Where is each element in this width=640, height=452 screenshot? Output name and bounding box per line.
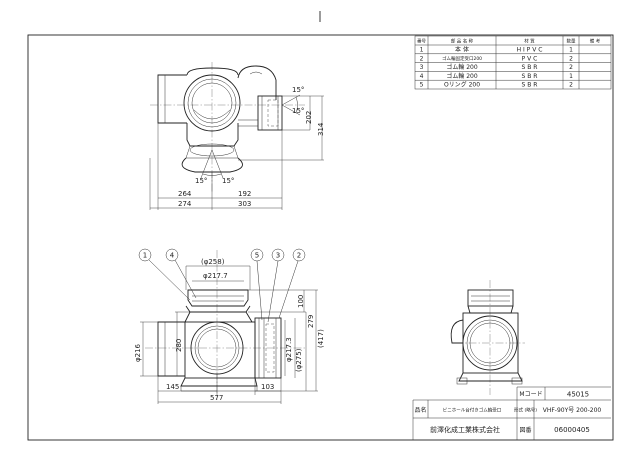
dim-100: 100 (297, 295, 305, 308)
table-header-note: 備 考 (590, 38, 601, 45)
table-row-name: 本 体 (455, 46, 469, 54)
table-row-material: S B R (522, 64, 538, 71)
code-value: 45015 (567, 391, 589, 399)
dim-103: 103 (261, 383, 274, 391)
dim-303: 303 (238, 200, 251, 208)
top-view-angle-a: 15° (292, 86, 304, 94)
dim-145: 145 (166, 383, 179, 391)
table-row-name: Oリング 200 (444, 81, 480, 89)
code-label: Mコード (519, 391, 542, 398)
balloon-4: 4 (170, 252, 175, 260)
product-name: ビニホール台付きゴム輪受口 (443, 407, 502, 414)
table-row-qty: 1 (569, 47, 573, 54)
product-label: 品名 (414, 406, 426, 414)
table-header-material: 材 質 (524, 38, 535, 45)
dim-264: 264 (178, 190, 192, 198)
table-row-material: S B R (522, 73, 538, 80)
dim-202: 202 (305, 111, 313, 124)
table-row-no: 3 (420, 64, 424, 71)
dim-phi217-side: φ217.3 (285, 337, 293, 362)
table-row-material: S B R (522, 82, 538, 89)
table-row-material: H I P V C (517, 47, 543, 54)
table-row-no: 1 (420, 47, 424, 54)
dim-280: 280 (175, 339, 183, 352)
dim-phi217-top: φ217.7 (203, 272, 228, 280)
balloon-2: 2 (297, 252, 301, 260)
maker-name: 前澤化成工業株式会社 (430, 425, 500, 434)
top-view: 15° 15° 15° 15° 202 314 264 192 274 303 (149, 62, 325, 210)
top-view-angle-c: 15° (195, 177, 207, 185)
table-row-name: ゴム輪固定受口200 (442, 55, 482, 62)
dim-314: 314 (317, 122, 325, 136)
dim-279: 279 (307, 315, 315, 328)
table-row-qty: 2 (569, 55, 573, 62)
table-row-material: P V C (522, 55, 538, 62)
table-header-no: 番号 (417, 38, 426, 45)
table-row-qty: 2 (569, 82, 573, 89)
balloon-5: 5 (255, 252, 259, 260)
top-view-angle-d: 15° (222, 177, 234, 185)
front-view: 1 4 5 3 2 (φ258) φ217.7 100 279 (417) φ2… (134, 248, 325, 404)
table-row-no: 5 (420, 82, 424, 89)
dim-phi216: φ216 (134, 343, 142, 362)
parts-table: 番号 部 品 名 称 材 質 数量 備 考 1 本 体 H I P V C 1 … (414, 35, 612, 90)
table-row-name: ゴム輪 200 (446, 72, 478, 80)
dim-417: (417) (317, 329, 325, 348)
balloon-3: 3 (276, 252, 280, 260)
drawing-no-label: 図番 (519, 427, 531, 434)
model-label: 形式 (略号) (514, 407, 537, 414)
table-header-qty: 数量 (567, 38, 576, 45)
dim-274: 274 (178, 200, 192, 208)
balloon-1: 1 (143, 252, 147, 260)
table-row-qty: 2 (569, 64, 573, 71)
table-row-qty: 1 (569, 73, 573, 80)
drawing-border (27, 34, 614, 441)
title-block: Mコード 45015 品名 ビニホール台付きゴム輪受口 形式 (略号) VHF-… (412, 386, 611, 440)
table-header-name: 部 品 名 称 (451, 38, 474, 45)
table-row-name: ゴム輪 200 (446, 63, 478, 71)
dim-192: 192 (238, 190, 251, 198)
dim-577: 577 (210, 394, 223, 402)
dim-phi258: (φ258) (201, 258, 225, 266)
model-value: VHF-90Y号 200-200 (543, 407, 602, 414)
table-row-no: 4 (420, 73, 424, 80)
dim-phi275: (φ275) (295, 348, 303, 372)
top-view-angle-b: 15° (292, 107, 304, 115)
drawing-no: 06000405 (554, 426, 590, 434)
side-view (450, 280, 525, 395)
table-row-no: 2 (420, 55, 424, 62)
